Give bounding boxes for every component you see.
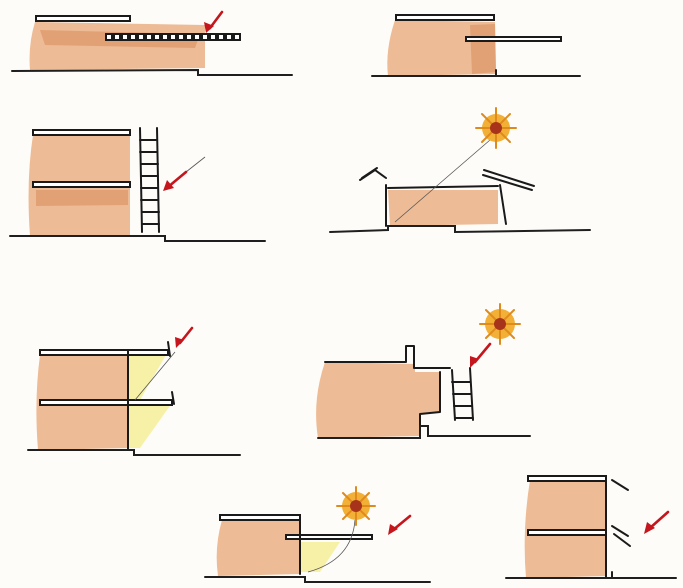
panel-canopy-shelf-with-sun <box>204 486 431 583</box>
sun-ray <box>307 519 356 573</box>
screen-fins <box>451 367 474 421</box>
mid-slab <box>39 399 173 406</box>
panel-stacked-angled-louvers <box>27 326 241 456</box>
arrow <box>163 156 206 191</box>
right-canopy-edge <box>482 174 533 191</box>
roof-slab <box>39 349 169 356</box>
canopy <box>285 534 373 540</box>
light-wedge-lower <box>128 403 172 448</box>
left-canopy-edge <box>361 167 378 179</box>
mid-slab <box>527 529 607 536</box>
arrow <box>470 342 492 368</box>
panel-multi-level-sloped-louvers <box>505 475 677 579</box>
arrow <box>175 326 194 348</box>
arrow <box>388 514 412 535</box>
wall-wash <box>388 190 498 226</box>
arrow <box>644 510 670 534</box>
right-canopy <box>483 169 535 187</box>
roof-slab <box>35 15 131 22</box>
panel-stepped-facade-screen <box>316 303 531 439</box>
right-post <box>499 184 507 225</box>
sun-ray <box>134 351 176 401</box>
panel-vertical-ladder-fins <box>9 127 266 242</box>
sun-ray <box>394 139 491 223</box>
wall-wash <box>316 362 440 438</box>
ground-line <box>329 225 591 234</box>
roof-slab <box>32 129 131 136</box>
ground-line <box>204 576 431 583</box>
sun <box>479 303 521 345</box>
ladder-fins <box>139 127 160 233</box>
light-wedge-upper <box>128 355 166 400</box>
light-wedge <box>300 542 340 572</box>
ground-line <box>11 68 293 76</box>
upper-louver <box>611 479 629 491</box>
wall-wash <box>216 520 300 576</box>
panel-horizontal-louvered-overhang <box>11 10 293 76</box>
projecting-shelf <box>465 36 562 42</box>
mid-slab <box>32 181 131 188</box>
panel-horizontal-projecting-shelf <box>371 14 581 77</box>
sun <box>336 486 376 526</box>
panel-tilted-roof-overhangs <box>329 107 591 234</box>
louver-blades <box>105 33 241 41</box>
ground-line <box>9 235 266 242</box>
upper-step <box>324 345 451 369</box>
roof-slab <box>219 514 301 521</box>
upper-louver <box>167 341 171 357</box>
wall-shade <box>36 190 128 206</box>
wall-shade <box>470 24 496 74</box>
wall-edge <box>419 371 441 433</box>
lower-louver <box>171 391 175 405</box>
wall-wash <box>387 20 496 76</box>
arrow <box>204 10 224 33</box>
lower-louver <box>613 533 631 547</box>
middle-louver <box>611 525 629 537</box>
ground-line <box>317 425 531 439</box>
ground-line <box>27 449 241 456</box>
roof-slab <box>395 14 495 21</box>
roof-line <box>387 185 499 189</box>
ground-line <box>505 571 677 579</box>
sun <box>475 107 517 149</box>
ground-line <box>371 69 581 77</box>
roof-slab <box>527 475 607 482</box>
